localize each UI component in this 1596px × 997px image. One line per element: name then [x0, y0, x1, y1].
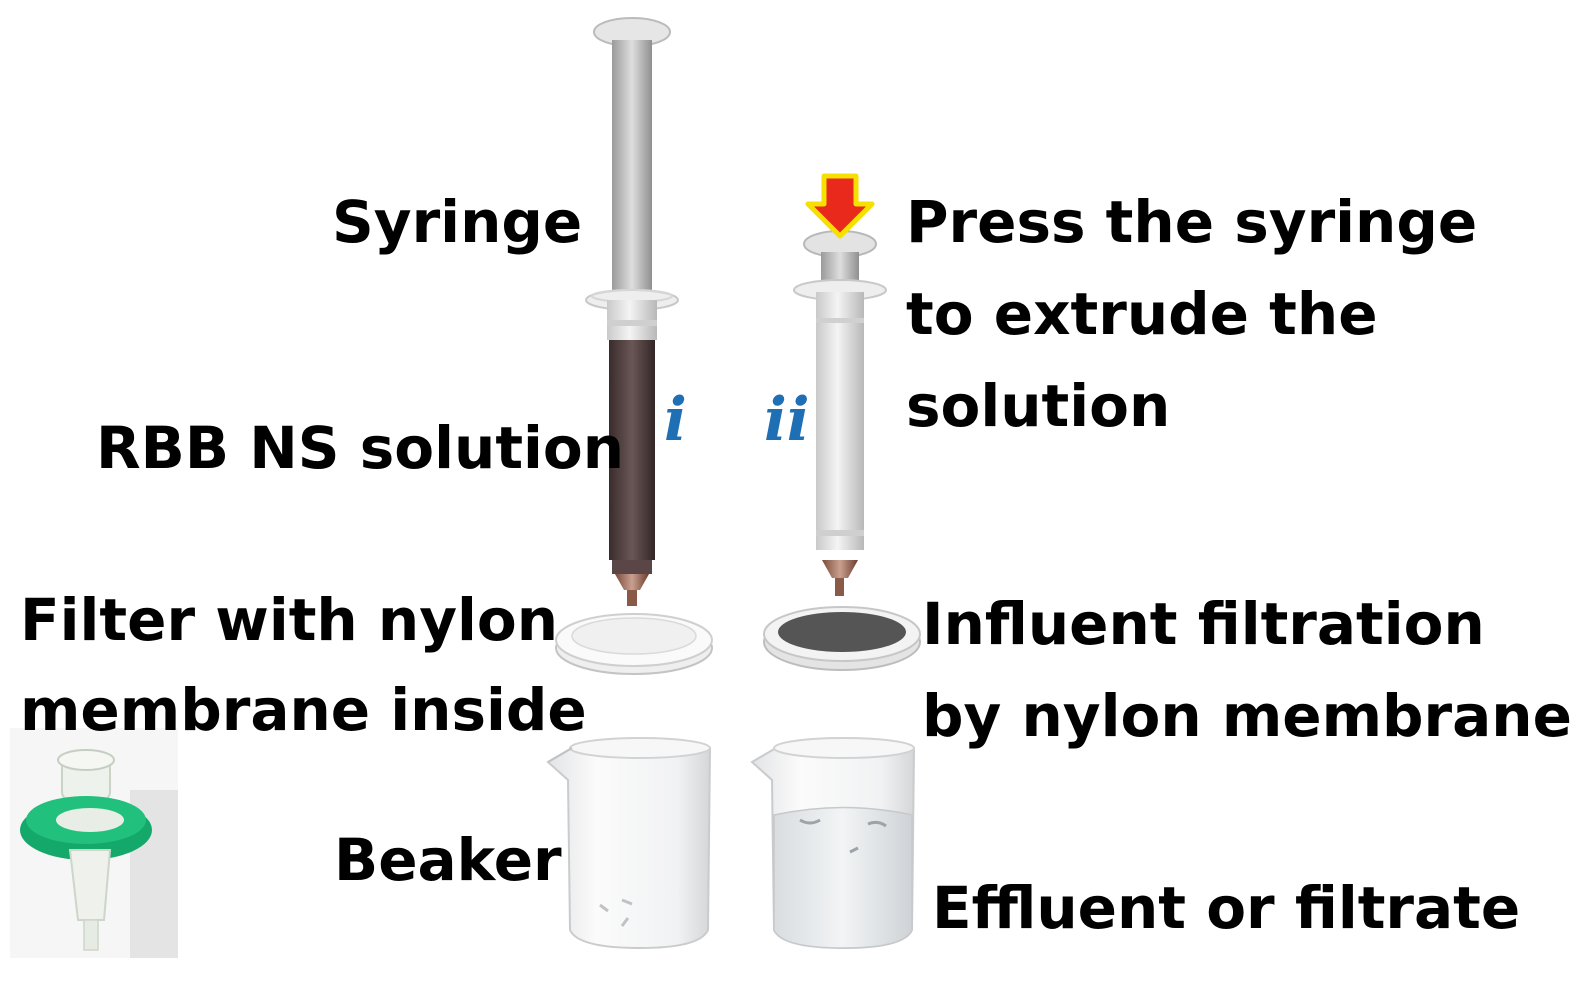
green-syringe-filter-icon: [10, 728, 178, 958]
beaker-label: Beaker: [334, 826, 562, 894]
press-label-line2: to extrude the: [906, 280, 1378, 348]
empty-beaker-icon: [546, 737, 712, 950]
filled-beaker-icon: [750, 737, 916, 950]
press-label-line1: Press the syringe: [906, 188, 1478, 256]
syringe-pressed-icon: [793, 230, 887, 596]
red-down-arrow-icon: [805, 173, 875, 239]
filter-label-line1: Filter with nylon: [20, 586, 559, 654]
effluent-label: Effluent or filtrate: [932, 874, 1521, 942]
press-label-line3: solution: [906, 372, 1171, 440]
influent-label-line2: by nylon membrane: [922, 682, 1572, 750]
step-i-label: i: [664, 385, 687, 455]
rbb-ns-solution-label: RBB NS solution: [96, 414, 625, 482]
syringe-label: Syringe: [332, 188, 583, 256]
influent-label-line1: Influent filtration: [922, 590, 1485, 658]
step-ii-label: ii: [764, 385, 810, 455]
syringe-full-icon: [585, 17, 679, 606]
clean-filter-icon: [555, 613, 713, 675]
dark-filter-icon: [763, 606, 921, 671]
filter-label-line2: membrane inside: [20, 676, 587, 744]
